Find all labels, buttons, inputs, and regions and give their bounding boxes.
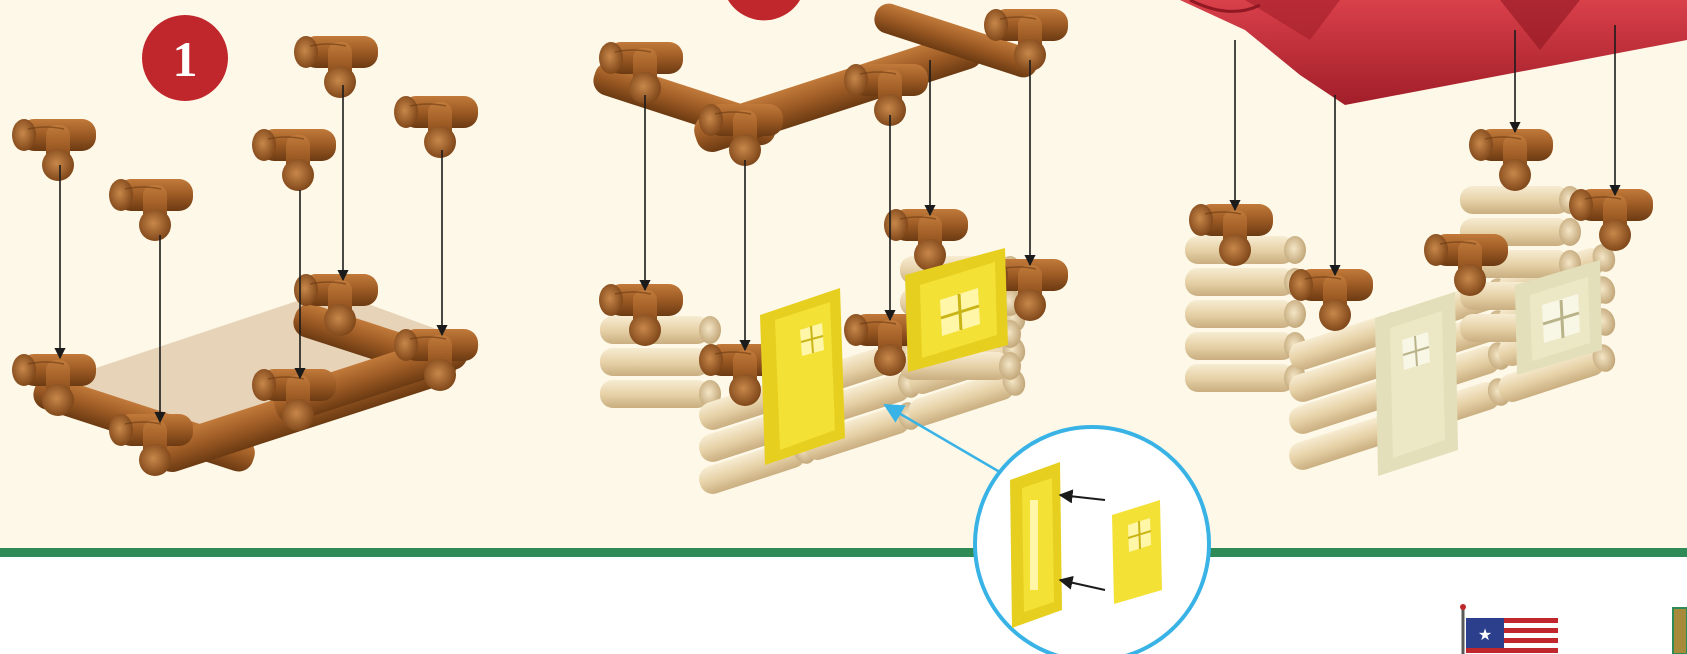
yellow-door [760, 288, 845, 465]
step-number-badge: 1 [142, 15, 228, 101]
svg-text:★: ★ [1478, 625, 1492, 644]
edge-tab [1673, 608, 1687, 654]
green-divider [0, 548, 1687, 557]
lower-panel [0, 548, 1687, 654]
step-number: 1 [173, 31, 198, 87]
